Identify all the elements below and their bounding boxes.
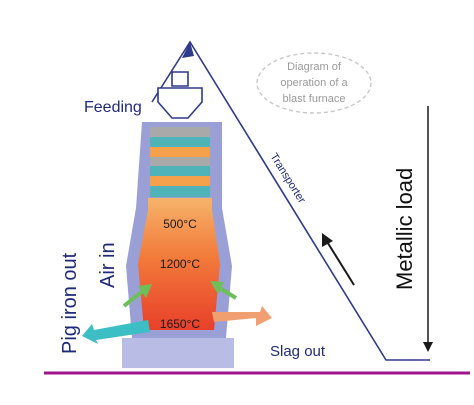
transporter-direction-arrow (325, 239, 355, 286)
temperature-1650: 1650°C (160, 317, 200, 331)
pig-iron-out-arrow (82, 320, 150, 344)
transporter-direction-arrowhead (322, 233, 333, 247)
furnace-base (122, 338, 234, 368)
metallic-load-arrowhead (423, 342, 433, 352)
furnace-hot-core (138, 198, 220, 330)
air-in-arrow-right (210, 281, 238, 300)
pig-iron-out-label: Pig iron out (59, 252, 81, 354)
temperature-1200: 1200°C (160, 257, 200, 271)
slag-out-arrow (212, 306, 272, 326)
transporter-track (151, 40, 430, 361)
temperature-500: 500°C (163, 217, 197, 231)
caption-bubble (256, 52, 372, 114)
feeding-label: Feeding (84, 99, 142, 116)
caption-line-3: blast furnace (283, 93, 346, 105)
transporter-top-arrowhead (182, 42, 194, 58)
metallic-load-label: Metallic load (392, 168, 417, 290)
air-in-arrow-left (122, 284, 152, 308)
furnace-charge-layers (150, 127, 210, 197)
caption-line-1: Diagram of (287, 61, 342, 73)
caption-line-2: operation of a (280, 77, 348, 89)
feeding-hopper (157, 71, 203, 119)
slag-out-label: Slag out (270, 343, 326, 360)
air-in-label: Air in (97, 242, 119, 288)
